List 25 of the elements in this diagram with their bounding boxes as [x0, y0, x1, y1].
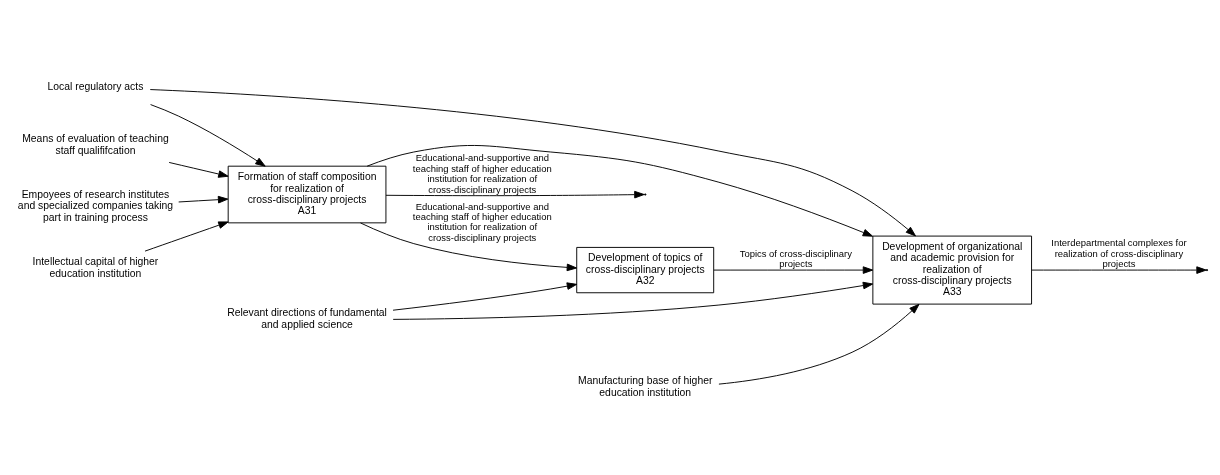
edge-label: Educational-and-supportive and teaching staff of higher education institution for realization of cross-disciplinary projects	[412, 200, 552, 243]
node-text: Manufacturing base of higher education institution	[578, 375, 713, 398]
arrow	[713, 266, 874, 274]
edge-label: Topics of cross-disciplinary projects	[739, 247, 852, 270]
arrow	[360, 222, 578, 272]
arrow	[149, 89, 916, 237]
node-text: Empoyees of research institutes and specialized companies taking part in training process	[17, 189, 174, 223]
node-box: Development of organizational and academic provision for realization of cross-disciplinary projects A33	[872, 235, 1033, 305]
arrow	[718, 303, 920, 385]
arrow	[168, 161, 229, 178]
arrow	[178, 195, 229, 204]
node-text: Intellectual capital of higher education institution	[32, 256, 159, 279]
arrow	[385, 190, 645, 199]
arrow	[150, 104, 266, 167]
edge-label: Interdepartmental complexes for realization of cross-disciplinary projects	[1051, 237, 1187, 270]
node-text: Local regulatory acts	[47, 81, 144, 93]
node-box: Development of topics of cross-disciplinary projects A32	[576, 246, 715, 294]
arrow	[392, 282, 578, 311]
arrow	[392, 281, 874, 320]
arrow	[144, 221, 229, 252]
node-text: Relevant directions of fundamental and applied science	[227, 307, 387, 330]
node-box: Formation of staff composition for realization of cross-disciplinary projects A31	[227, 165, 387, 224]
edge-label: Educational-and-supportive and teaching staff of higher education institution for realization of cross-disciplinary projects	[412, 152, 552, 195]
node-text: Means of evaluation of teaching staff qualififcation	[22, 133, 169, 156]
arrow	[366, 145, 874, 237]
